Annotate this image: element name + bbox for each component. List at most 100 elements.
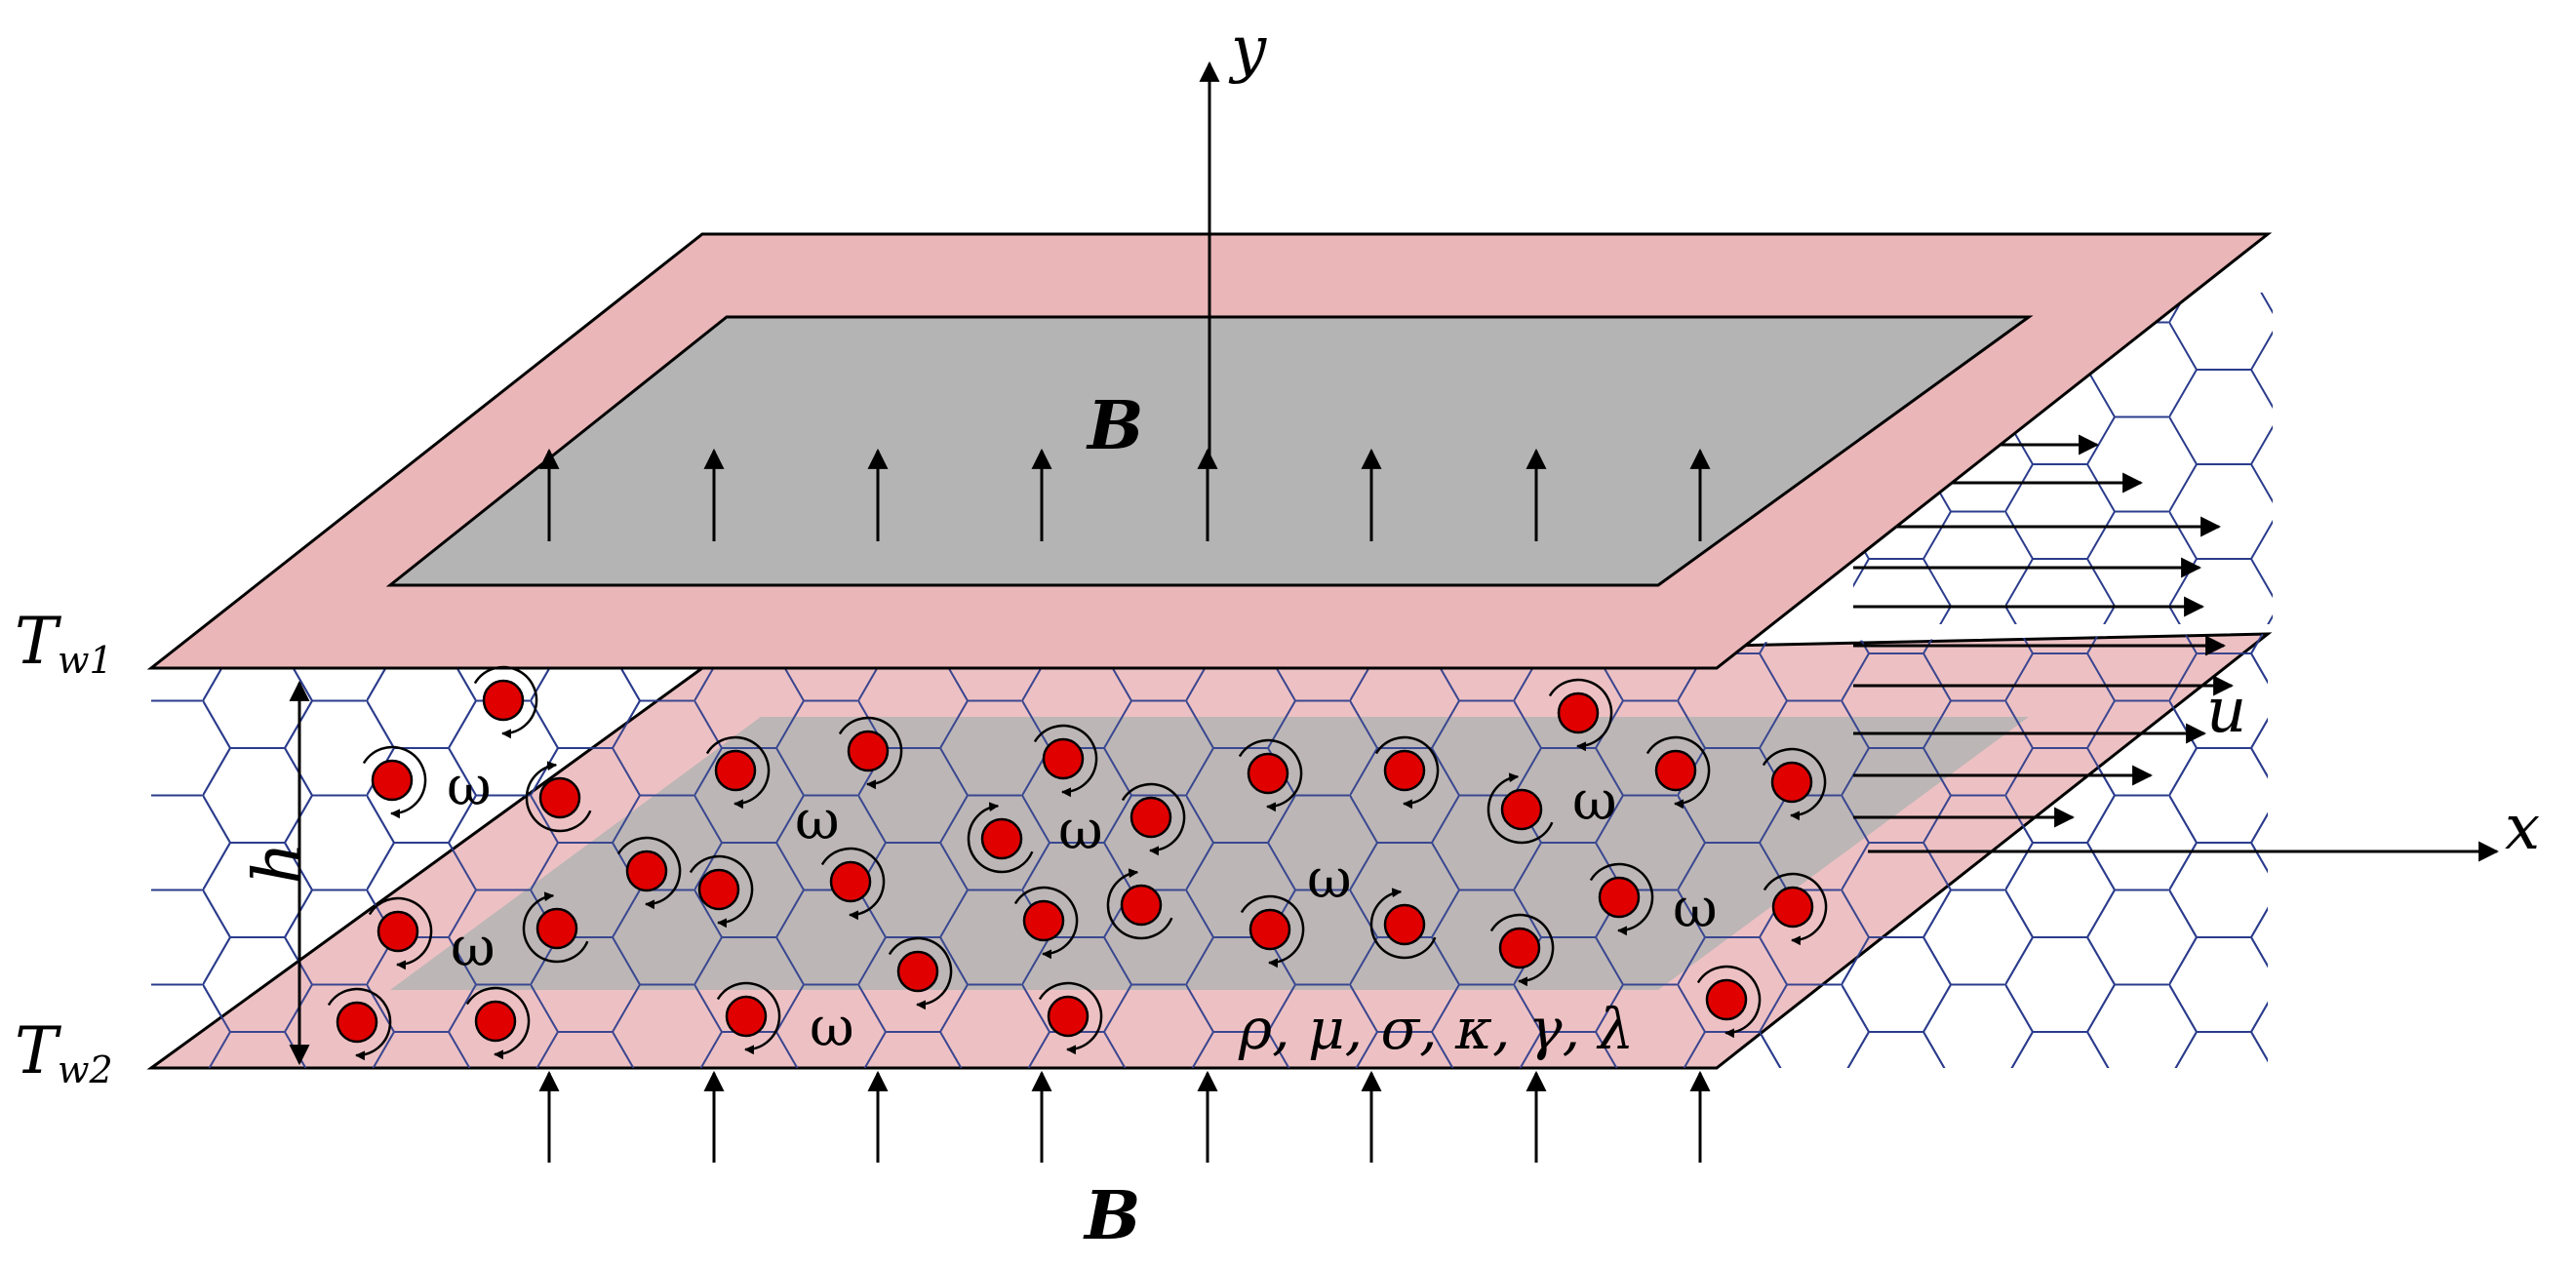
particle-dot [376, 910, 419, 953]
rotation-arc [1238, 738, 1303, 812]
particle-dot [1557, 692, 1600, 734]
particle [473, 665, 538, 739]
particle [362, 745, 427, 819]
rotation-arc [368, 896, 433, 970]
particle-dot [535, 907, 578, 950]
particle [1486, 772, 1554, 845]
wall-temperature-bottom: Tw2 [15, 1013, 113, 1091]
particle [888, 936, 953, 1010]
particle-dot [714, 749, 757, 792]
particle-dot [1654, 749, 1697, 792]
rotation-arc [1548, 678, 1613, 752]
particle [1238, 738, 1303, 812]
particle-dot [482, 679, 525, 722]
particle [1240, 894, 1305, 969]
height-label: h [240, 842, 317, 885]
rotation-arc [522, 891, 589, 964]
particle-dot [697, 868, 740, 911]
particle-dot [1383, 903, 1426, 946]
particle [1489, 913, 1555, 987]
particle-dot [1042, 737, 1085, 780]
particle [820, 847, 886, 921]
rotation-arc [888, 936, 953, 1010]
particle [1374, 735, 1440, 810]
particle [327, 987, 392, 1061]
rotation-arc [838, 716, 903, 790]
particle-dot [847, 730, 890, 772]
rotation-labels: ω ω ω ω ω ω ω ω [447, 755, 1718, 1059]
particle [1645, 735, 1711, 810]
particle-dot [896, 950, 939, 993]
rotation-arc [1038, 981, 1103, 1055]
field-label-top: B [1086, 387, 1143, 465]
particle-dot [1247, 752, 1289, 795]
rotation-arc [1589, 862, 1654, 936]
rotation-arc [1013, 886, 1079, 960]
omega-label: ω [1307, 848, 1352, 911]
rotation-arc [362, 745, 427, 819]
wall-temperature-top-subscript: w1 [58, 639, 113, 682]
rotation-arc [327, 987, 392, 1061]
wall-temperature-top: Tw1 [15, 604, 113, 682]
particle-dot [538, 776, 581, 819]
rotation-arc [1762, 747, 1827, 821]
particle [1033, 724, 1098, 798]
wall-temperature-bottom-subscript: w2 [58, 1048, 113, 1091]
particle-dot [1120, 884, 1163, 927]
rotation-arc [967, 802, 1034, 874]
rotation-arc [1106, 868, 1173, 940]
particle [1763, 872, 1828, 946]
omega-label: ω [1058, 799, 1103, 862]
rotation-arc [1121, 782, 1186, 856]
particle-dot [625, 850, 668, 892]
particle [1589, 862, 1654, 936]
particle [1013, 886, 1079, 960]
fluid-properties-label: ρ, μ, σ, κ, γ, λ [1238, 996, 1634, 1062]
particle [1369, 888, 1437, 960]
particle [838, 716, 903, 790]
particle-dot [1770, 761, 1813, 804]
rotation-arc [465, 986, 531, 1060]
particle-dot [1498, 927, 1541, 969]
particle [967, 802, 1034, 874]
velocity-profile-arrows [1853, 434, 2235, 828]
particle [1121, 782, 1186, 856]
rotation-arc [1033, 724, 1098, 798]
particle [689, 854, 754, 929]
particle-dot [1500, 788, 1543, 831]
particle [716, 981, 781, 1055]
velocity-label: u [2206, 675, 2246, 747]
magnetic-field-arrows-top [538, 448, 1711, 541]
field-label-bottom: B [1083, 1177, 1140, 1255]
particle-dot [474, 1000, 517, 1043]
particle [1762, 747, 1827, 821]
omega-label: ω [1673, 877, 1718, 940]
particle-dot [371, 759, 414, 802]
particle [1106, 868, 1173, 940]
magnetic-field-arrows-bottom [538, 1070, 1711, 1163]
wall-temperature-top-symbol: T [15, 604, 62, 679]
particle [616, 836, 682, 910]
rotation-arc [716, 981, 781, 1055]
rotation-arc [689, 854, 754, 929]
particle-dot [1705, 978, 1748, 1021]
rotation-arc [1374, 735, 1440, 810]
x-axis-label: x [2505, 792, 2540, 864]
particle-dot [725, 995, 768, 1038]
particle [1038, 981, 1103, 1055]
particle-dot [980, 817, 1023, 860]
omega-label: ω [447, 755, 492, 818]
rotation-arc [1645, 735, 1711, 810]
particle-dot [1383, 749, 1426, 792]
y-axis-label: y [1228, 14, 1267, 86]
rotation-arc [705, 735, 771, 810]
omega-label: ω [810, 996, 854, 1059]
particle-dot [829, 860, 872, 903]
particle-dot [1771, 886, 1814, 929]
rotation-arc [1489, 913, 1555, 987]
omega-label: ω [1572, 770, 1617, 833]
omega-label: ω [795, 789, 840, 852]
particle [368, 896, 433, 970]
particle-dot [1022, 899, 1065, 942]
